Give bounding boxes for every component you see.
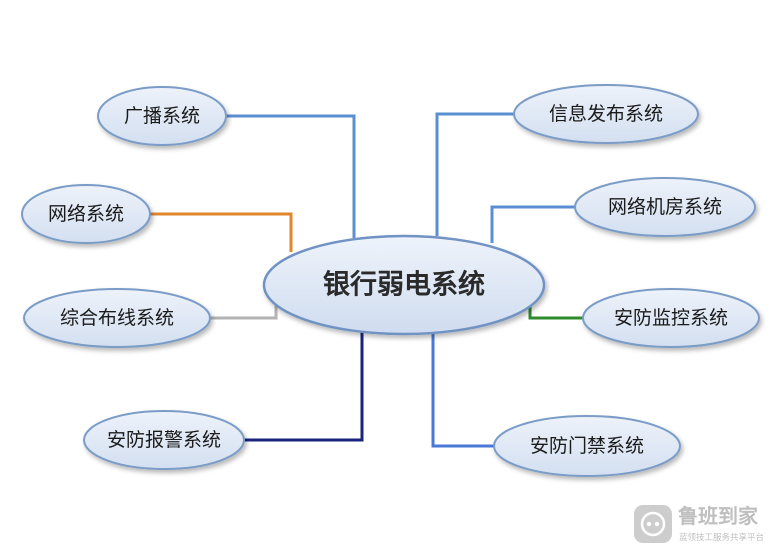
watermark: 鲁班到家 蓝领技工服务共享平台 bbox=[634, 504, 764, 543]
connector-alarm bbox=[243, 330, 364, 442]
node-server-room bbox=[574, 177, 756, 237]
node-alarm bbox=[83, 410, 245, 470]
node-cabling-label: 综合布线系统 bbox=[60, 307, 174, 329]
connector-access-control bbox=[431, 334, 494, 448]
node-broadcast bbox=[97, 86, 227, 146]
connector-info-release bbox=[435, 112, 514, 236]
watermark-brand: 鲁班到家 bbox=[678, 504, 759, 528]
connector-cabling bbox=[210, 302, 278, 320]
center-label: 银行弱电系统 bbox=[323, 269, 485, 301]
connector-cctv bbox=[528, 303, 584, 320]
node-cctv bbox=[582, 288, 760, 348]
node-access-control-label: 安防门禁系统 bbox=[530, 435, 644, 457]
node-info-release bbox=[513, 84, 699, 144]
node-alarm-label: 安防报警系统 bbox=[107, 429, 221, 451]
node-cabling bbox=[23, 288, 211, 348]
node-server-room-label: 网络机房系统 bbox=[608, 196, 722, 218]
center-node bbox=[262, 234, 546, 336]
node-cctv-label: 安防监控系统 bbox=[614, 307, 728, 329]
watermark-tagline: 蓝领技工服务共享平台 bbox=[679, 532, 764, 543]
watermark-logo-icon bbox=[634, 505, 672, 543]
connector-server-room bbox=[490, 205, 576, 243]
connector-network bbox=[150, 212, 293, 252]
node-network-label: 网络系统 bbox=[48, 203, 124, 225]
node-broadcast-label: 广播系统 bbox=[124, 105, 200, 127]
connector-broadcast bbox=[226, 114, 356, 238]
node-access-control bbox=[493, 415, 681, 477]
node-network bbox=[21, 184, 151, 244]
node-info-release-label: 信息发布系统 bbox=[549, 103, 663, 125]
